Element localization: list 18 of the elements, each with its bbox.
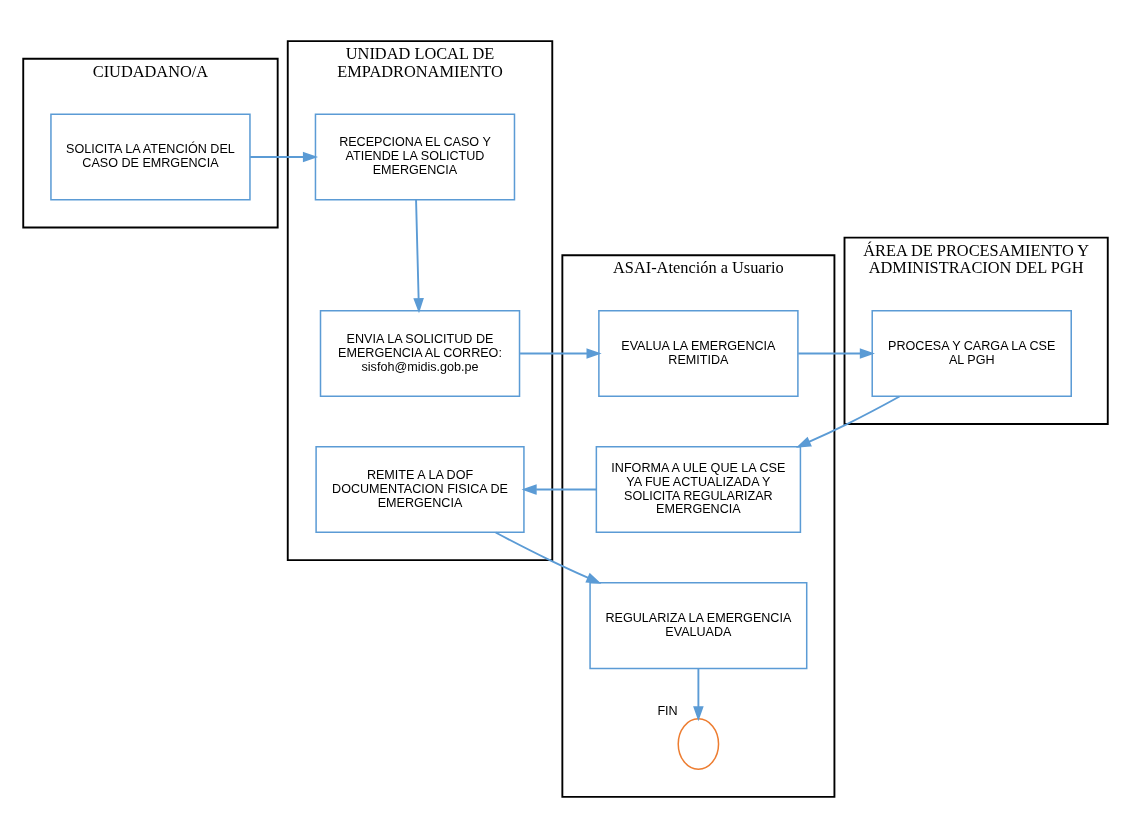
arrow [797, 348, 875, 359]
arrow [413, 198, 424, 314]
arrow [249, 151, 319, 163]
node-box: ENVIA LA SOLICITUD DE EMERGENCIA AL CORREO: sisfoh@midis.gob.pe [319, 309, 521, 398]
node-circle [677, 718, 720, 770]
node-box: REGULARIZA LA EMERGENCIA EVALUADA [589, 582, 808, 670]
arrow [521, 484, 598, 495]
node-box: PROCESA Y CARGA LA CSE AL PGH [871, 309, 1072, 398]
arrow [519, 348, 602, 359]
arrow [795, 395, 901, 448]
arrow [494, 531, 602, 584]
node-box: SOLICITA LA ATENCIÓN DEL CASO DE EMRGENCIA [50, 113, 251, 201]
arrow [693, 667, 704, 722]
node-box: EVALUA LA EMERGENCIA REMITIDA [598, 309, 799, 398]
node-box: RECEPCIONA EL CASO Y ATIENDE LA SOLICTUD EMERGENCIA [314, 113, 516, 201]
node-box: INFORMA A ULE QUE LA CSE YA FUE ACTUALIZADA Y SOLICITA REGULARIZAR EMERGENCIA [595, 445, 802, 534]
node-box: REMITE A LA DOF DOCUMENTACION FISICA DE EMERGENCIA [315, 445, 525, 534]
node-label: FIN [657, 704, 678, 719]
